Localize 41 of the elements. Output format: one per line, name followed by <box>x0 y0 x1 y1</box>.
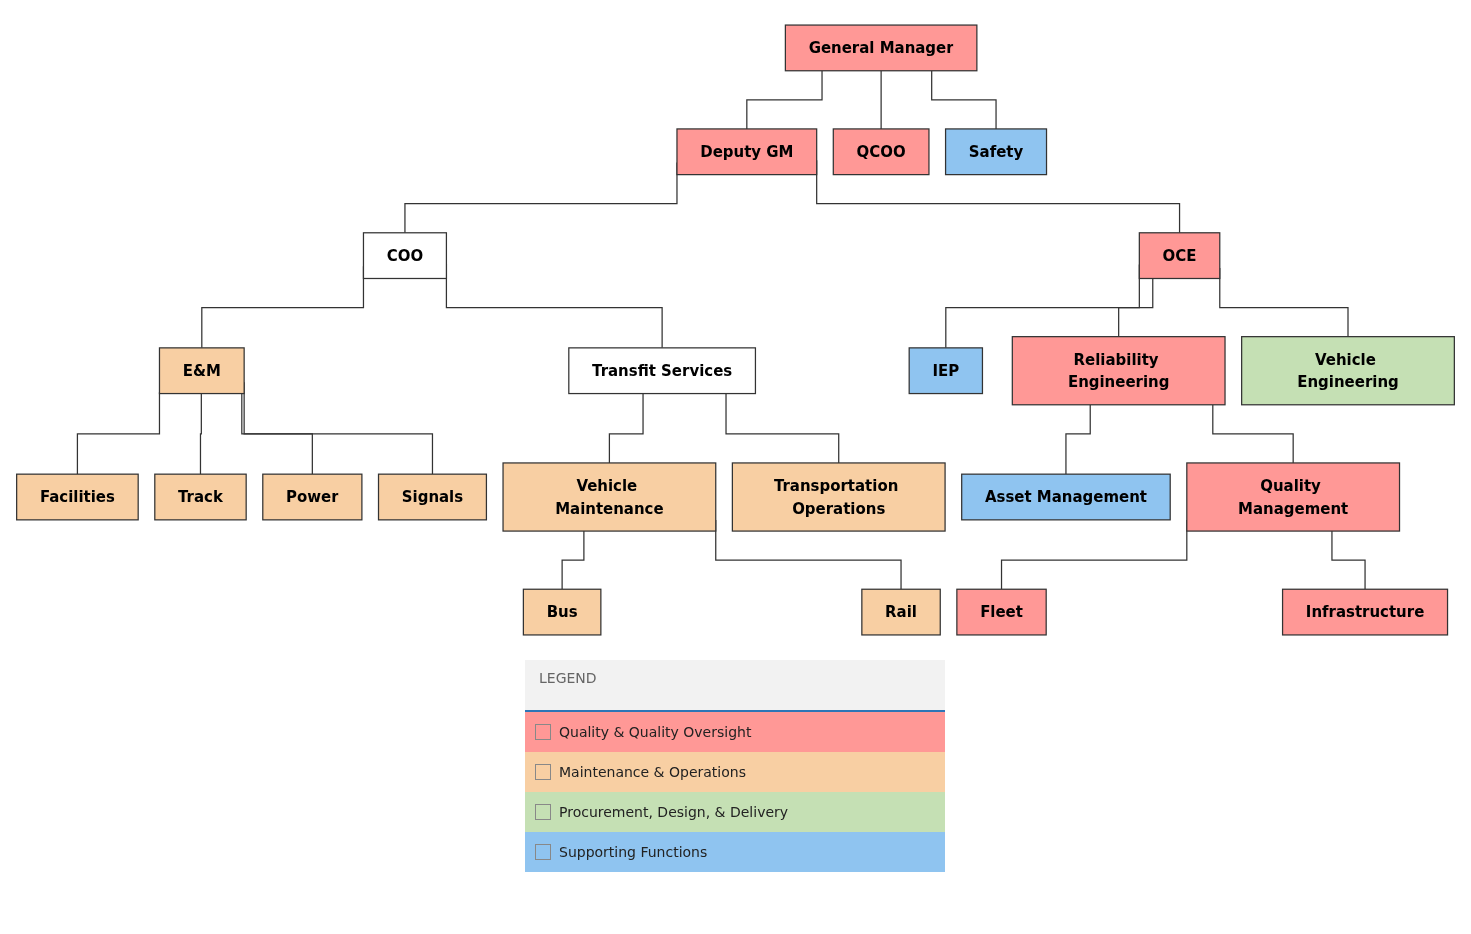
legend-text: Quality & Quality Oversight <box>559 723 752 742</box>
connector <box>1118 277 1154 338</box>
node-box: Vehicle Maintenance <box>502 462 717 532</box>
node-box: Transportation Operations <box>731 462 946 532</box>
node-box: Bus <box>522 588 602 636</box>
node-box: QCOO <box>832 128 930 176</box>
connector <box>608 392 644 464</box>
node-box: Vehicle Engineering <box>1241 336 1455 406</box>
node-box: OCE <box>1138 232 1221 280</box>
node-box: Reliability Engineering <box>1011 336 1226 406</box>
connector <box>880 70 882 130</box>
node-box: Safety <box>944 128 1048 176</box>
node-box: Quality Management <box>1186 462 1401 532</box>
connector <box>725 392 840 464</box>
connector <box>1065 404 1091 475</box>
node-box: Asset Management <box>961 473 1171 521</box>
legend-text: Procurement, Design, & Delivery <box>559 803 789 822</box>
node-box: Infrastructure <box>1281 588 1449 636</box>
connector <box>931 70 997 130</box>
legend-title: LEGEND <box>525 660 945 712</box>
connector <box>199 392 202 475</box>
node-box: Rail <box>861 588 941 636</box>
connector <box>1212 404 1294 464</box>
node-box: Track <box>154 473 247 521</box>
legend-text: Maintenance & Operations <box>559 763 746 782</box>
node-box: Fleet <box>956 588 1047 636</box>
node-box: E&M <box>158 347 245 395</box>
node-box: Signals <box>377 473 488 521</box>
connector <box>241 392 313 475</box>
node-box: Power <box>262 473 363 521</box>
connector <box>561 530 585 590</box>
node-box: Deputy GM <box>676 128 818 176</box>
connector <box>1331 530 1366 590</box>
node-box: Transfit Services <box>568 347 757 395</box>
node-box: General Manager <box>784 24 978 72</box>
connector <box>746 70 823 130</box>
node-box: Facilities <box>16 473 139 521</box>
node-box: IEP <box>908 347 984 395</box>
connector <box>76 391 161 475</box>
node-box: COO <box>362 232 448 280</box>
legend-text: Supporting Functions <box>559 843 708 862</box>
